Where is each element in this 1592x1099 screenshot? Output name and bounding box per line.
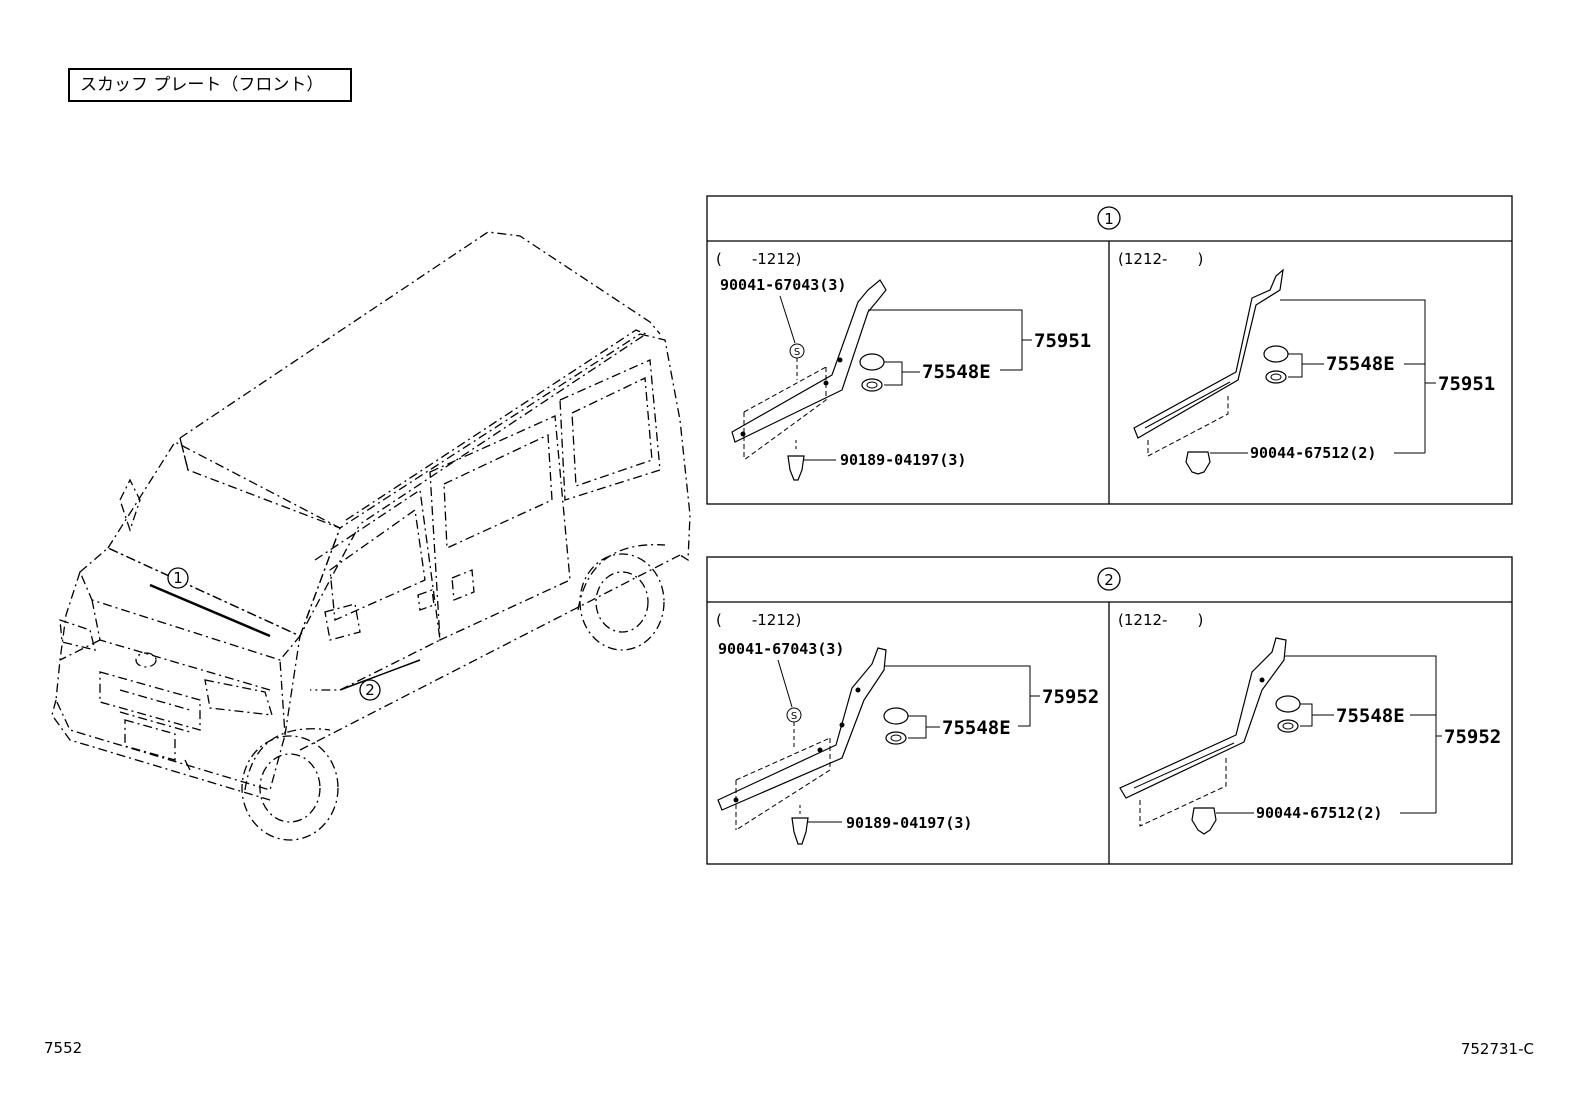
panel-1-right-range: (1212- ) <box>1118 250 1203 268</box>
svg-text:S: S <box>791 711 797 722</box>
panel-2-right-cap-part: 75548E <box>1336 705 1405 727</box>
panel-1-left-clip-part: 90189-04197(3) <box>840 451 966 469</box>
scuff-plate-75952-b <box>1119 637 1287 799</box>
van-illustration <box>51 231 691 841</box>
scuff-plate-75951-b <box>1133 268 1284 439</box>
van-callout-1: 1 <box>167 567 189 589</box>
cap-icon <box>883 707 909 725</box>
clip-icon <box>787 455 805 481</box>
panel-2-right-clip-part: 90044-67512(2) <box>1256 804 1382 822</box>
clip-icon <box>1191 807 1217 835</box>
clip-icon <box>1185 451 1211 475</box>
footer-left-code: 7552 <box>44 1039 82 1057</box>
svg-text:2: 2 <box>365 681 375 699</box>
panel-2-right-range: (1212- ) <box>1118 611 1203 629</box>
panel-2-label: 2 <box>1104 571 1114 589</box>
panel-1-left-plate-part: 75951 <box>1034 330 1091 352</box>
svg-text:S: S <box>794 347 800 358</box>
scuff-plate-75952-a <box>717 647 887 811</box>
panel-1: 1 ( -1212) 90041-67043(3) S 90189-04197(… <box>706 195 1513 505</box>
van-callout-2: 2 <box>359 679 381 701</box>
footer-right-code: 752731-C <box>1461 1040 1534 1058</box>
panel-2-left-range: ( -1212) <box>716 611 801 629</box>
page-title: スカッフ プレート（フロント） <box>68 68 352 102</box>
panel-2: 2 ( -1212) 90041-67043(3) S 90189-04197(… <box>706 556 1513 865</box>
svg-text:1: 1 <box>173 569 183 587</box>
panel-1-left-cap-part: 75548E <box>922 361 991 383</box>
cap-icon <box>859 353 885 371</box>
panel-1-left-range: ( -1212) <box>716 250 801 268</box>
panel-2-right-plate-part: 75952 <box>1444 726 1501 748</box>
panel-1-circle <box>1097 206 1121 230</box>
panel-2-left-screw-part: 90041-67043(3) <box>718 640 844 658</box>
clip-icon <box>791 817 809 845</box>
cap-icon <box>1275 695 1301 713</box>
panel-1-label: 1 <box>1104 210 1114 228</box>
panel-1-left-screw-part: 90041-67043(3) <box>720 276 846 294</box>
panel-2-left-clip-part: 90189-04197(3) <box>846 814 972 832</box>
panel-1-right-clip-part: 90044-67512(2) <box>1250 444 1376 462</box>
panel-2-circle <box>1097 567 1121 591</box>
panel-2-left-cap-part: 75548E <box>942 717 1011 739</box>
cap-icon <box>1263 345 1289 363</box>
panel-1-right-cap-part: 75548E <box>1326 353 1395 375</box>
scuff-plate-75951-a <box>731 279 887 443</box>
panel-1-right-plate-part: 75951 <box>1438 373 1495 395</box>
panel-2-left-plate-part: 75952 <box>1042 686 1099 708</box>
